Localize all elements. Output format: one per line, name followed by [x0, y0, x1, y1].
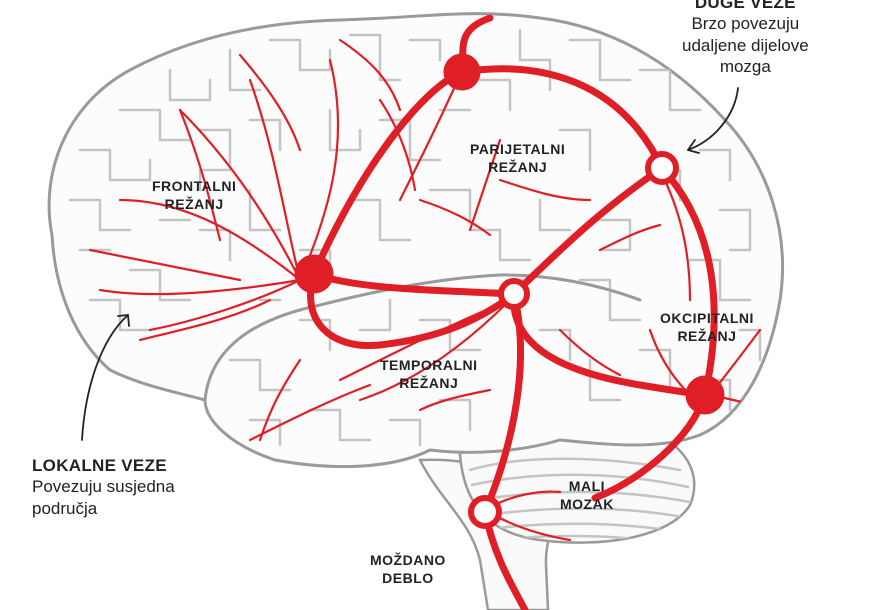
node-parietal-top [443, 53, 481, 91]
local-callout-arrowhead [117, 314, 130, 327]
node-occipital [685, 375, 725, 415]
callout-local-title: LOKALNE VEZE [32, 456, 167, 475]
cerebrum-shape [47, 12, 784, 469]
callout-arrows [81, 87, 739, 441]
node-frontal-hub [294, 254, 334, 294]
callout-local-connections: LOKALNE VEZE Povezuju susjedna područja [32, 456, 175, 518]
label-occipital-lobe: OKCIPITALNI REŽANJ [660, 310, 754, 344]
long-callout-arrowhead [687, 139, 700, 154]
label-cerebellum: MALI MOZAK [560, 478, 614, 512]
node-temporal-center [498, 278, 530, 310]
long-callout-arrow [687, 87, 739, 151]
label-temporal-lobe: TEMPORALNI REŽANJ [380, 357, 478, 391]
node-parietal-right [645, 151, 679, 185]
callout-long-title: DUGE VEZE [694, 0, 796, 12]
label-parietal-lobe: PARIJETALNI REŽANJ [470, 141, 566, 175]
label-frontal-lobe: FRONTALNI REŽANJ [152, 178, 237, 212]
local-callout-arrow [81, 314, 129, 441]
local-connections [88, 38, 772, 442]
label-brainstem: MOŽDANO DEBLO [370, 552, 446, 586]
node-brainstem [468, 495, 502, 529]
callout-long-connections: DUGE VEZE Brzo povezuju udaljene dijelov… [682, 0, 809, 77]
